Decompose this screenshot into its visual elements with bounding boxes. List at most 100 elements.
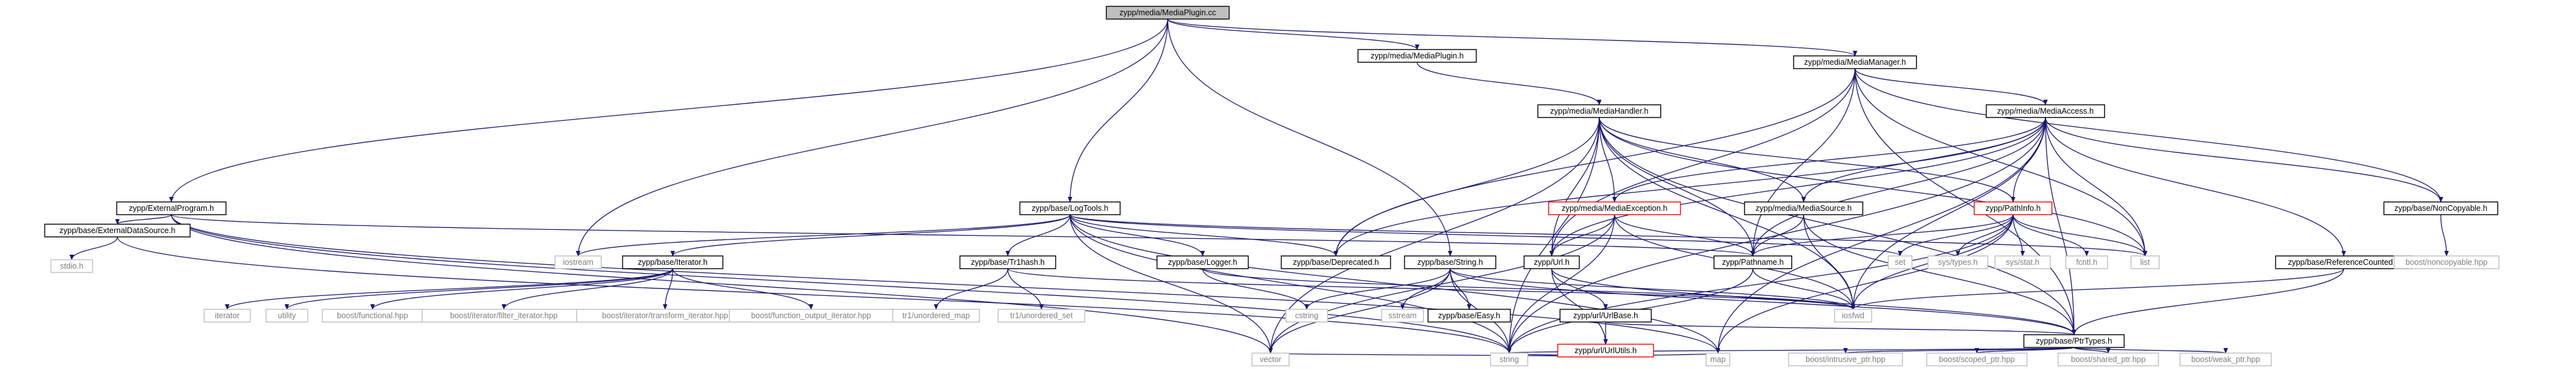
node-label: tr1/unordered_map xyxy=(902,311,970,320)
edge-externaldatasource-h-to-string xyxy=(117,236,1512,354)
node-vector: vector xyxy=(1251,352,1290,366)
node-box xyxy=(1986,104,2105,118)
node-mediasource-h[interactable]: zypp/media/MediaSource.h xyxy=(1744,201,1863,215)
node-boost-scoped: boost/scoped_ptr.hpp xyxy=(1926,352,2028,366)
node-box xyxy=(1926,352,2028,366)
node-list: list xyxy=(2130,255,2160,269)
node-label: fcntl.h xyxy=(2076,258,2097,267)
edge-mediaexception-h-to-url-h xyxy=(1549,214,1615,257)
node-box xyxy=(1106,6,1230,20)
node-refcounted-h[interactable]: zypp/base/ReferenceCounted.h xyxy=(2275,255,2413,269)
edge-logtools-h-to-logger-h xyxy=(1069,214,1205,257)
node-logger-h[interactable]: zypp/base/Logger.h xyxy=(1156,255,1249,269)
node-boost-intrusive: boost/intrusive_ptr.hpp xyxy=(1788,352,1903,366)
node-box xyxy=(1744,201,1863,215)
edge-ptrtypes-h-to-boost-shared xyxy=(2073,347,2111,354)
edge-string-h-to-ptrtypes-h xyxy=(1450,268,2077,335)
node-urlbase-h[interactable]: zypp/url/UrlBase.h xyxy=(1559,309,1652,323)
node-tr1hash-h[interactable]: zypp/base/Tr1hash.h xyxy=(959,255,1057,269)
edge-pathinfo-h-to-pathname-h xyxy=(1750,214,2014,257)
edge-logtools-h-to-iterator-h xyxy=(670,214,1071,257)
node-tr1-umap: tr1/unordered_map xyxy=(892,309,981,323)
edge-iterator-h-to-boost-fn-out-iter xyxy=(672,268,814,310)
node-mediahandler-h[interactable]: zypp/media/MediaHandler.h xyxy=(1537,104,1661,118)
node-externalprogram-h[interactable]: zypp/ExternalProgram.h xyxy=(116,201,227,215)
node-mediamanager-h[interactable]: zypp/media/MediaManager.h xyxy=(1793,55,1917,69)
edge-pathinfo-h-to-list xyxy=(2012,214,2148,257)
node-box xyxy=(892,309,981,323)
node-easy-h[interactable]: zypp/base/Easy.h xyxy=(1427,309,1511,323)
node-string-h[interactable]: zypp/base/String.h xyxy=(1404,255,1496,269)
node-boost-filter-iter: boost/iterator/filter_iterator.hpp xyxy=(421,309,586,323)
node-label: zypp/base/ReferenceCounted.h xyxy=(2288,258,2400,267)
node-label: string xyxy=(1500,355,1519,364)
edge-iterator-h-to-boost-transform-iter xyxy=(663,268,673,310)
node-label: iostream xyxy=(563,258,593,267)
edge-url-h-to-urlutils-h xyxy=(1551,268,1608,345)
edge-mediasource-h-to-pathname-h xyxy=(1750,214,1804,257)
node-box xyxy=(1714,255,1792,269)
edge-mediaaccess-h-to-noncopyable-h xyxy=(2045,117,2443,203)
node-label: zypp/media/MediaPlugin.h xyxy=(1371,51,1464,60)
node-box xyxy=(1557,344,1655,358)
edge-logtools-h-to-vector xyxy=(1069,214,1273,354)
node-label: map xyxy=(1710,355,1726,364)
edge-externalprogram-h-to-map xyxy=(171,214,1721,354)
edge-pathinfo-h-to-fcntl xyxy=(2012,214,2089,257)
node-deprecated-h[interactable]: zypp/base/Deprecated.h xyxy=(1281,255,1391,269)
edge-mediahandler-h-to-deprecated-h xyxy=(1333,117,1600,257)
node-root[interactable]: zypp/media/MediaPlugin.cc xyxy=(1106,6,1230,20)
node-box xyxy=(2057,352,2159,366)
node-label: boost/iterator/filter_iterator.hpp xyxy=(450,311,558,320)
node-box xyxy=(1705,352,1731,366)
node-ptrtypes-h[interactable]: zypp/base/PtrTypes.h xyxy=(2023,334,2125,348)
edge-tr1hash-h-to-tr1-uset xyxy=(1007,268,1044,310)
node-label: zypp/media/MediaPlugin.cc xyxy=(1120,8,1216,17)
node-box xyxy=(1019,201,1121,215)
node-label: zypp/ExternalProgram.h xyxy=(129,204,214,213)
node-label: vector xyxy=(1260,355,1281,364)
edge-mediaaccess-h-to-iosfwd xyxy=(1851,117,2046,310)
edge-root-to-mediaplugin-h xyxy=(1167,18,1420,50)
node-box xyxy=(1974,201,2052,215)
node-box xyxy=(1793,55,1917,69)
edge-root-to-mediamanager-h xyxy=(1167,18,1858,57)
node-box xyxy=(997,309,1086,323)
node-label: sstream xyxy=(1389,311,1417,320)
node-box xyxy=(2065,255,2108,269)
node-mediaplugin-h[interactable]: zypp/media/MediaPlugin.h xyxy=(1357,49,1477,63)
node-box xyxy=(1537,104,1661,118)
node-urlutils-h[interactable]: zypp/url/UrlUtils.h xyxy=(1557,344,1655,358)
node-noncopyable-h[interactable]: zypp/base/NonCopyable.h xyxy=(2383,201,2499,215)
node-box xyxy=(2393,255,2500,269)
node-box xyxy=(959,255,1057,269)
edge-pathinfo-h-to-set xyxy=(1898,214,2014,257)
node-box xyxy=(1251,352,1290,366)
node-box xyxy=(2179,352,2272,366)
node-url-h[interactable]: zypp/Url.h xyxy=(1523,255,1580,269)
node-sys-stat: sys/stat.h xyxy=(1994,255,2051,269)
node-box xyxy=(1404,255,1496,269)
node-logtools-h[interactable]: zypp/base/LogTools.h xyxy=(1019,201,1121,215)
node-box xyxy=(1427,309,1511,323)
node-label: zypp/Url.h xyxy=(1534,258,1569,267)
node-box xyxy=(1381,309,1424,323)
node-pathname-h[interactable]: zypp/Pathname.h xyxy=(1714,255,1792,269)
node-pathinfo-h[interactable]: zypp/PathInfo.h xyxy=(1974,201,2052,215)
edge-externalprogram-h-to-externaldatasource-h xyxy=(115,214,172,225)
node-label: list xyxy=(2140,258,2150,267)
dependency-nodes: zypp/media/MediaPlugin.cc zypp/media/Medi… xyxy=(44,6,2500,366)
node-box xyxy=(1887,255,1913,269)
node-boost-fn-out-iter: boost/function_output_iterator.hpp xyxy=(729,309,894,323)
edge-mediaplugin-h-to-mediahandler-h xyxy=(1417,62,1602,105)
node-mediaaccess-h[interactable]: zypp/media/MediaAccess.h xyxy=(1986,104,2105,118)
node-iterator-h[interactable]: zypp/base/Iterator.h xyxy=(622,255,723,269)
node-box xyxy=(116,201,227,215)
node-boost-functional: boost/functional.hpp xyxy=(322,309,423,323)
node-externaldatasource-h[interactable]: zypp/base/ExternalDataSource.h xyxy=(44,224,191,238)
node-boost-transform-iter: boost/iterator/transform_iterator.hpp xyxy=(576,309,755,323)
node-label: zypp/media/MediaManager.h xyxy=(1804,58,1906,67)
node-mediaexception-h[interactable]: zypp/media/MediaException.h xyxy=(1548,201,1681,215)
edge-mediaexception-h-to-vector xyxy=(1268,214,1615,354)
